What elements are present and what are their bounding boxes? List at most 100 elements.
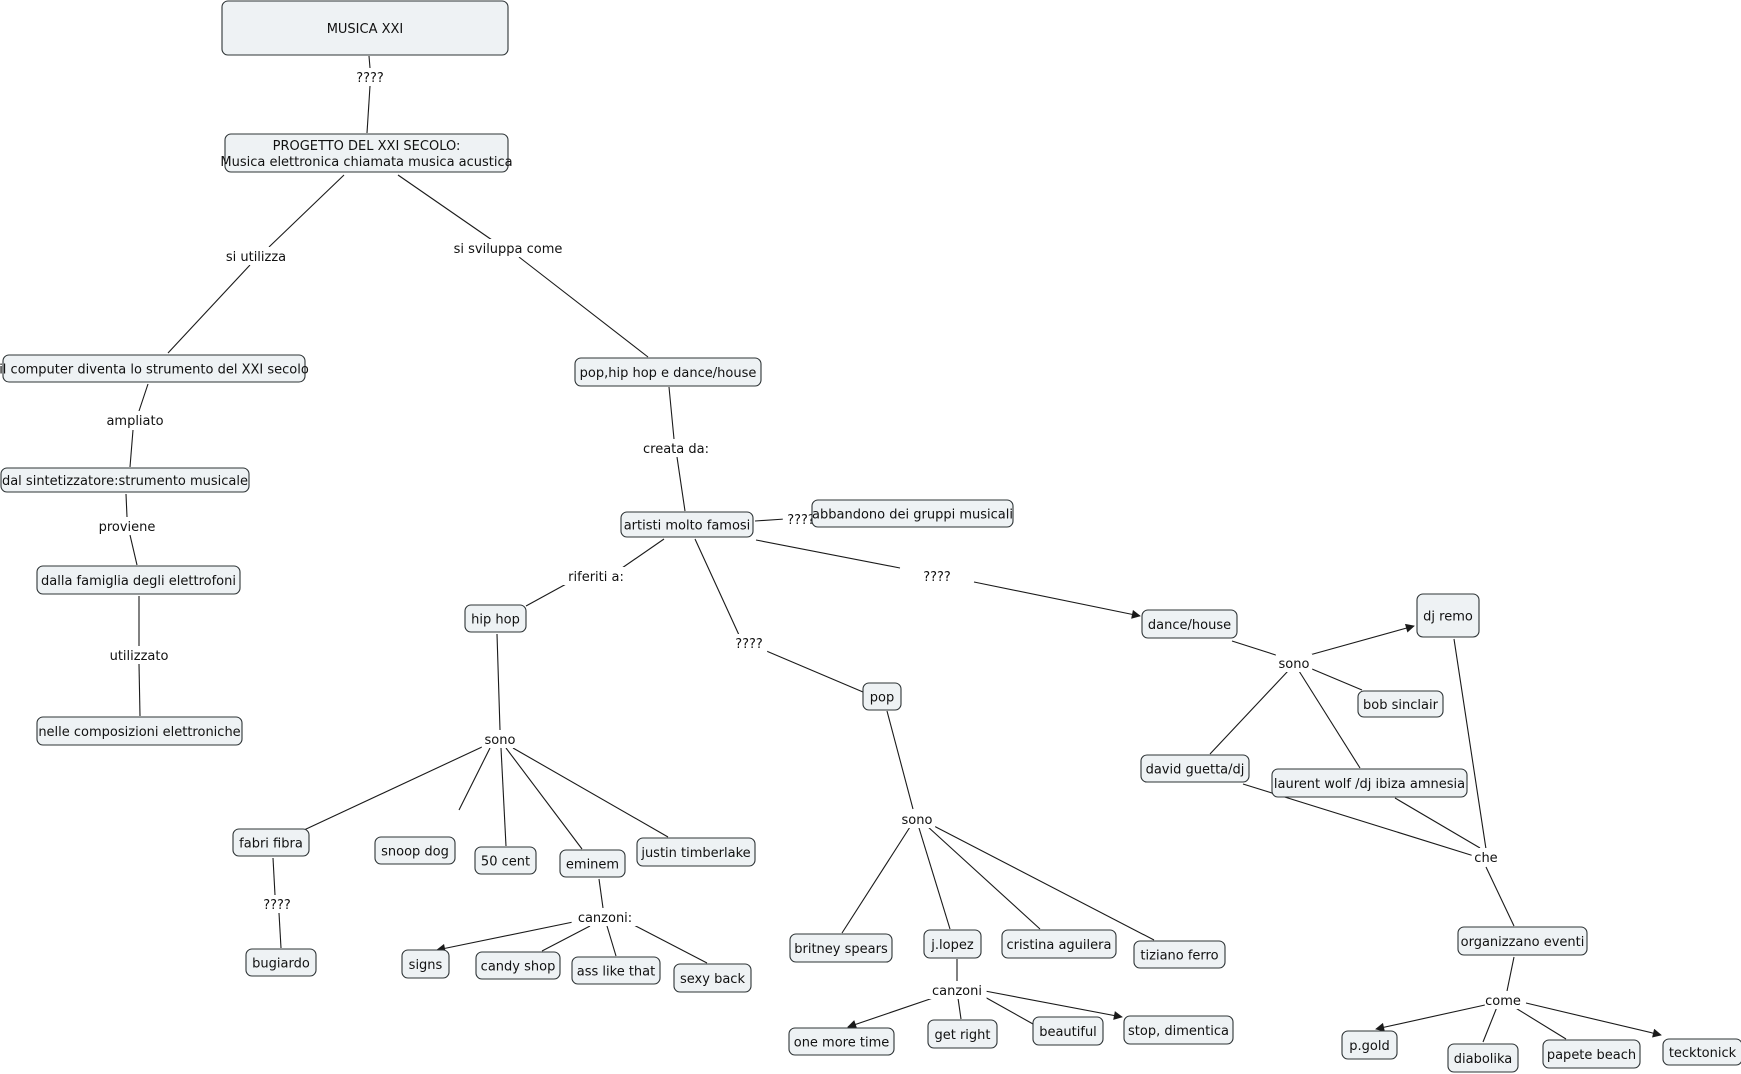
concept-node-box (374, 836, 456, 865)
concept-node-box (0, 467, 250, 493)
line-connector-45 (541, 925, 591, 952)
concept-node-box (559, 849, 626, 878)
concept-node-box (927, 1019, 998, 1049)
concept-node-pgold[interactable]: p.gold (1341, 1030, 1398, 1060)
line-connector-42 (278, 912, 282, 949)
link-label-proviene: proviene (99, 520, 156, 535)
line-connector-5 (518, 256, 649, 358)
link-label-sono-dance: sono (1279, 657, 1310, 672)
concept-node-label: fabri fibra (239, 837, 303, 852)
concept-node-label: candy shop (481, 960, 556, 975)
concept-node-djremo[interactable]: dj remo (1416, 593, 1480, 638)
line-connector-21 (1231, 640, 1283, 658)
concept-node-bugiardo[interactable]: bugiardo (245, 948, 317, 977)
concept-node-tecktonick[interactable]: tecktonick (1662, 1038, 1741, 1066)
concept-node-box (464, 604, 527, 633)
concept-node-onemoretime[interactable]: one more time (788, 1027, 895, 1056)
concept-node-pop[interactable]: pop (862, 682, 902, 711)
line-connector-52 (931, 824, 1155, 941)
concept-node-label: il computer diventa lo strumento del XXI… (0, 363, 309, 378)
concept-node-label: MUSICA XXI (327, 22, 404, 37)
concept-node-organizzano[interactable]: organizzano eventi (1457, 926, 1588, 956)
concept-node-box (36, 716, 243, 746)
concept-node-davidguetta[interactable]: david guetta/dj (1140, 754, 1250, 783)
concept-node-beautiful[interactable]: beautiful (1032, 1016, 1104, 1046)
line-connector-40 (512, 747, 669, 838)
concept-node-sexyback[interactable]: sexy back (673, 963, 752, 993)
concept-node-box (620, 511, 754, 538)
concept-node-label: pop,hip hop e dance/house (580, 366, 757, 381)
link-label-background (1471, 848, 1501, 866)
concept-node-famiglia[interactable]: dalla famiglia degli elettrofoni (36, 565, 241, 595)
concept-node-label: signs (409, 958, 443, 973)
link-label-come: come (1485, 994, 1521, 1009)
arrow-connector-22 (1305, 623, 1415, 657)
concept-node-computer[interactable]: il computer diventa lo strumento del XXI… (0, 354, 309, 383)
concept-node-progetto[interactable]: PROGETTO DEL XXI SECOLO:Musica elettroni… (220, 133, 513, 173)
link-label-background (1484, 991, 1522, 1009)
arrow-connector-44 (436, 920, 579, 953)
line-connector-14 (754, 518, 786, 522)
concept-node-label: justin timberlake (640, 846, 750, 861)
concept-node-box (1447, 1043, 1519, 1073)
concept-node-asslikethat[interactable]: ass like that (571, 956, 661, 985)
line-connector-43 (598, 878, 604, 909)
concept-node-pophiphop[interactable]: pop,hip hop e dance/house (574, 357, 762, 387)
concept-node-cristina[interactable]: cristina aguilera (1001, 929, 1117, 959)
link-label-background (101, 411, 169, 429)
concept-node-label: artisti molto famosi (624, 519, 751, 534)
concept-node-label: bugiardo (252, 957, 310, 972)
concept-node-abbandono[interactable]: abbandono dei gruppi musicali (811, 499, 1014, 528)
concept-node-50cent[interactable]: 50 cent (474, 846, 537, 875)
line-connector-37 (458, 747, 491, 811)
concept-node-eminem[interactable]: eminem (559, 849, 626, 878)
concept-node-snoopdog[interactable]: snoop dog (374, 836, 456, 865)
line-connector-16 (525, 582, 569, 607)
link-label-background (635, 439, 717, 457)
concept-node-laurentwolf[interactable]: laurent wolf /dj ibiza amnesia (1271, 768, 1468, 798)
line-connector-36 (303, 746, 483, 831)
concept-node-dancehouse[interactable]: dance/house (1141, 609, 1238, 639)
concept-node-label: dal sintetizzatore:strumento musicale (2, 474, 248, 489)
concept-node-box (789, 933, 893, 963)
concept-node-artisti[interactable]: artisti molto famosi (620, 511, 754, 538)
concept-node-sintetizzatore[interactable]: dal sintetizzatore:strumento musicale (0, 467, 250, 493)
concept-node-box (475, 951, 561, 980)
line-connector-8 (125, 493, 128, 518)
concept-node-box (1662, 1038, 1741, 1066)
line-connector-25 (1298, 670, 1361, 769)
line-connector-17 (694, 538, 740, 636)
concept-node-box (232, 828, 310, 857)
concept-node-britney[interactable]: britney spears (789, 933, 893, 963)
concept-node-label: j.lopez (930, 938, 974, 953)
concept-node-signs[interactable]: signs (401, 949, 450, 979)
concept-node-jlopez[interactable]: j.lopez (923, 929, 982, 959)
concept-node-box (788, 1027, 895, 1056)
concept-node-diabolika[interactable]: diabolika (1447, 1043, 1519, 1073)
concept-node-papete[interactable]: papete beach (1542, 1039, 1641, 1069)
concept-node-stopdimentica[interactable]: stop, dimentica (1123, 1015, 1234, 1045)
concept-node-box (221, 0, 509, 56)
concept-node-composizioni[interactable]: nelle composizioni elettroniche (36, 716, 243, 746)
link-label-q5: ???? (263, 898, 291, 913)
concept-node-label: david guetta/dj (1146, 763, 1245, 778)
concept-node-musica[interactable]: MUSICA XXI (221, 0, 509, 56)
concept-node-bobsinclair[interactable]: bob sinclair (1357, 690, 1444, 718)
concept-node-hiphop[interactable]: hip hop (464, 604, 527, 633)
link-label-q2: ???? (787, 513, 815, 528)
concept-node-label: p.gold (1349, 1039, 1389, 1054)
concept-node-getright[interactable]: get right (927, 1019, 998, 1049)
concept-node-justin[interactable]: justin timberlake (636, 837, 756, 867)
concept-node-box (1133, 940, 1226, 969)
arrow-connector-34 (1525, 1002, 1662, 1038)
concept-node-label: beautiful (1039, 1025, 1097, 1040)
concept-node-tiziano[interactable]: tiziano ferro (1133, 940, 1226, 969)
line-connector-2 (268, 174, 345, 248)
link-label-creata: creata da: (643, 442, 709, 457)
concept-node-fabrifibra[interactable]: fabri fibra (232, 828, 310, 857)
line-connector-46 (606, 925, 617, 957)
concept-node-label: 50 cent (481, 855, 530, 870)
concept-node-candyshop[interactable]: candy shop (475, 951, 561, 980)
line-connector-41 (272, 857, 276, 896)
concept-node-box (571, 956, 661, 985)
